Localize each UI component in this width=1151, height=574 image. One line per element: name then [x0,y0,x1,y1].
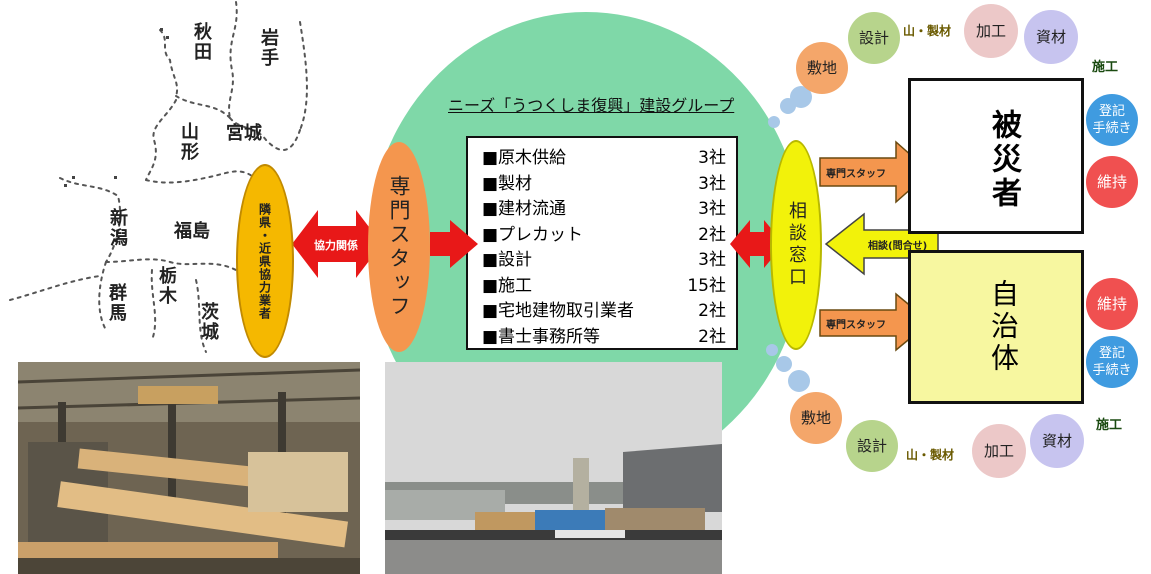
thought-bubble-small-bottom [766,344,778,356]
thought-bubble-small [768,116,780,128]
pref-akita: 秋田 [191,22,212,62]
site-circle-bottom: 敷地 [790,392,842,444]
design-circle-bottom: 設計 [846,420,898,472]
construction-label-bottom: 施工 [1096,418,1123,433]
maintenance-circle: 維持 [1086,156,1138,208]
lumber-yard-photo [385,362,722,574]
group-title: ニーズ「うつくしま復興」建設グループ [448,96,735,115]
construction-label: 施工 [1092,60,1119,75]
site-circle: 敷地 [796,42,848,94]
staff-arrow-label-bottom: 専門スタッフ [826,320,886,331]
thought-bubble-medium-bottom [776,356,792,372]
pref-ibaraki: 茨城 [198,302,219,342]
sawmill-photo [18,362,360,574]
registration-circle-bottom: 登記 手続き [1086,336,1138,388]
registration-circle: 登記 手続き [1086,94,1138,146]
municipality-box: 自治体 [908,250,1084,404]
pref-yamagata: 山形 [178,122,199,162]
partner-oval: 隣県・近県協力業者 [236,164,294,358]
design-circle: 設計 [848,12,900,64]
cooperation-label: 協力関係 [314,239,358,252]
staff-oval: 専門スタッフ [368,142,430,352]
processing-circle: 加工 [964,4,1018,58]
pref-tochigi: 栃木 [156,266,177,306]
timber-label: 山・製材 [903,24,952,38]
thought-bubble-large-bottom [788,370,810,392]
timber-label-bottom: 山・製材 [906,448,955,462]
inquiry-arrow-label: 相談(問合せ) [868,241,928,252]
processing-circle-bottom: 加工 [972,424,1026,478]
pref-fukushima: 福島 [174,221,210,242]
pref-gunma: 群馬 [106,283,127,323]
pref-miyagi: 宮城 [226,123,262,144]
staff-to-group-arrow [430,220,478,268]
thought-bubble-large [790,86,812,108]
cooperation-arrow [292,210,382,278]
consult-window-oval: 相談窓口 [770,140,822,350]
materials-circle: 資材 [1024,10,1078,64]
prefecture-map [9,1,308,353]
materials-circle-bottom: 資材 [1030,414,1084,468]
pref-iwate: 岩手 [258,28,279,68]
victims-box: 被災者 [908,78,1084,234]
maintenance-circle-bottom: 維持 [1086,278,1138,330]
staff-arrow-label-top: 専門スタッフ [826,169,886,180]
pref-niigata: 新潟 [107,208,128,248]
